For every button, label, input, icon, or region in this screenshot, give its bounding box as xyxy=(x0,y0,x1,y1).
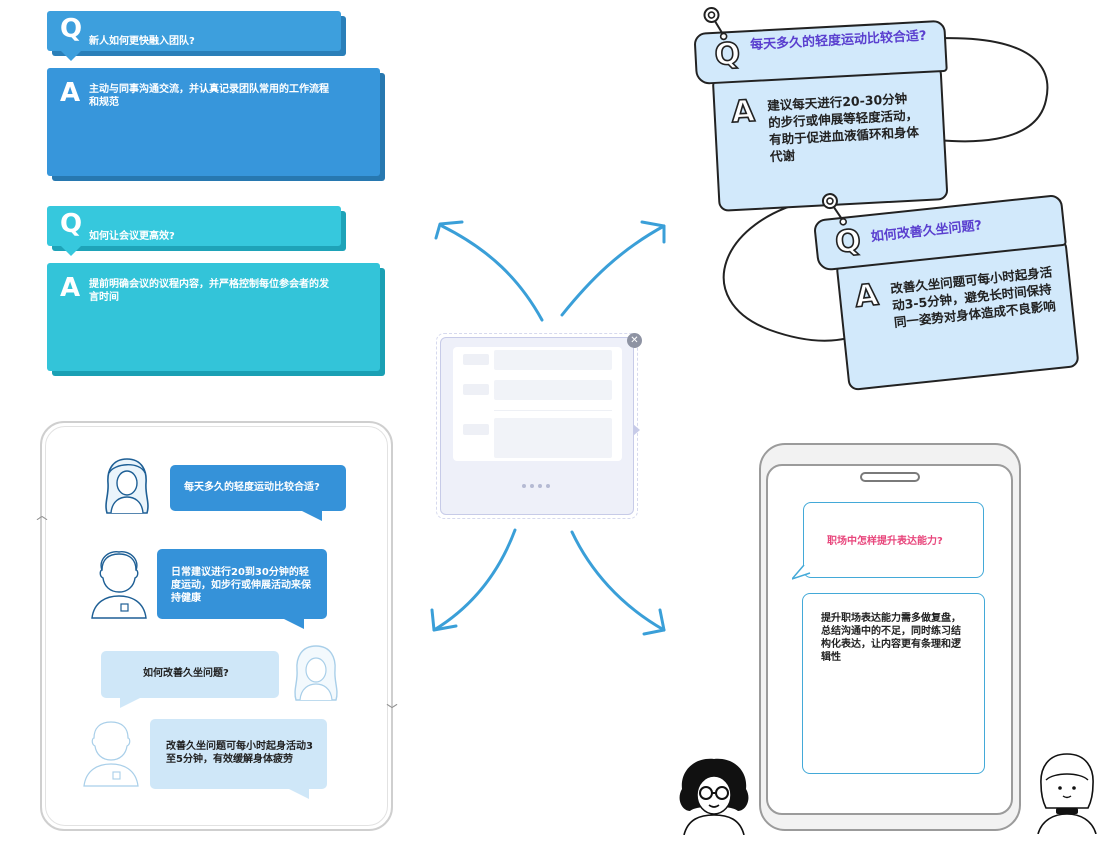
arrow-head-up-left xyxy=(434,220,464,240)
chat-message-3: 如何改善久坐问题? xyxy=(101,651,279,698)
boy-avatar-icon xyxy=(91,551,147,619)
arrow-head-down-left xyxy=(430,608,458,632)
question-text: 新人如何更快融入团队? xyxy=(89,36,195,47)
message-text: 每天多久的轻度运动比较合适? xyxy=(184,482,320,493)
bob-hair-avatar-icon xyxy=(1037,753,1097,834)
arrow-head-down-right xyxy=(642,608,666,636)
q-letter-outline: Q xyxy=(833,222,864,261)
chat-message-2: 日常建议进行20到30分钟的轻度运动，如步行或伸展活动来保持健康 xyxy=(157,549,327,619)
answer-body-1: A 主动与同事沟通交流，并认真记录团队常用的工作流程和规范 xyxy=(47,68,385,181)
message-text: 日常建议进行20到30分钟的轻度运动，如步行或伸展活动来保持健康 xyxy=(171,567,311,604)
widget-row-3-label xyxy=(463,424,489,435)
message-text: 如何改善久坐问题? xyxy=(143,668,229,679)
widget-row-2-label xyxy=(463,384,489,395)
question-text: 如何让会议更高效? xyxy=(89,231,175,242)
girl-avatar-icon xyxy=(105,458,149,514)
tilted-card-2: Q 如何改善久坐问题? A 改善久坐问题可每小时起身活动3-5分钟，避免长时间保… xyxy=(812,186,1080,397)
arrow-head-up-right xyxy=(640,220,666,244)
question-header-1: Q 新人如何更快融入团队? xyxy=(47,11,346,61)
arrow-up-left xyxy=(440,224,544,322)
phone-answer-text: 提升职场表达能力需多做复盘，总结沟通中的不足，同时练习结构化表达，让内容更有条理… xyxy=(821,613,961,663)
answer-body-2: A 提前明确会议的议程内容，并严格控制每位参会者的发言时间 xyxy=(47,263,385,376)
arrow-down-left xyxy=(432,528,517,632)
a-letter-outline: A xyxy=(853,277,881,316)
girl-avatar-faded-icon xyxy=(294,645,338,701)
a-letter-outline: A xyxy=(730,93,757,131)
page-dot-1[interactable] xyxy=(522,484,526,488)
phone-question-text: 职场中怎样提升表达能力? xyxy=(827,536,943,547)
boy-avatar-faded-icon xyxy=(83,721,139,787)
widget-row-3-value xyxy=(494,418,612,458)
connector-loop xyxy=(722,37,1049,342)
widget-divider xyxy=(494,410,612,411)
pin-icon xyxy=(821,193,847,226)
widget-row-1-value xyxy=(494,350,612,370)
tilted-answer-text: 建议每天进行20-30分钟的步行或伸展等轻度活动，有助于促进血液循环和身体代谢 xyxy=(766,90,920,165)
q-letter: Q xyxy=(60,209,83,239)
phone-answer-bubble: 提升职场表达能力需多做复盘，总结沟通中的不足，同时练习结构化表达，让内容更有条理… xyxy=(802,593,985,774)
pin-icon xyxy=(703,7,728,41)
phone-question-bubble: 职场中怎样提升表达能力? xyxy=(803,502,984,578)
chat-frame-inner xyxy=(45,426,388,826)
page-dot-3[interactable] xyxy=(538,484,542,488)
a-letter: A xyxy=(60,273,81,303)
bubble-tail-3 xyxy=(120,697,142,708)
chat-message-4: 改善久坐问题可每小时起身活动3至5分钟，有效缓解身体疲劳 xyxy=(150,719,327,789)
arrow-down-right xyxy=(570,530,666,632)
page-dot-2[interactable] xyxy=(530,484,534,488)
tilted-card-1: Q 每天多久的轻度运动比较合适? A 建议每天进行20-30分钟的步行或伸展等轻… xyxy=(693,7,955,215)
bubble-tail-2 xyxy=(282,618,304,629)
answer-text: 提前明确会议的议程内容，并严格控制每位参会者的发言时间 xyxy=(89,279,329,303)
arrow-up-right xyxy=(560,224,666,317)
widget-row-2-value xyxy=(494,380,612,400)
q-letter-outline: Q xyxy=(713,36,742,74)
a-letter: A xyxy=(60,78,81,108)
direction-arrows xyxy=(430,220,666,636)
widget-row-1-label xyxy=(463,354,489,365)
chat-message-1: 每天多久的轻度运动比较合适? xyxy=(170,465,346,511)
phone-bubble-tail-1 xyxy=(792,565,811,580)
answer-text: 主动与同事沟通交流，并认真记录团队常用的工作流程和规范 xyxy=(89,84,329,108)
bubble-tail-4 xyxy=(287,788,309,799)
phone-speaker xyxy=(860,472,920,482)
page-dot-4[interactable] xyxy=(546,484,550,488)
chat-frame xyxy=(40,421,393,831)
close-icon[interactable]: ✕ xyxy=(627,333,642,348)
bubble-tail-1 xyxy=(300,510,322,521)
question-header-2: Q 如何让会议更高效? xyxy=(47,206,346,256)
message-text: 改善久坐问题可每小时起身活动3至5分钟，有效缓解身体疲劳 xyxy=(166,741,313,765)
widget-side-notch xyxy=(633,424,640,436)
q-letter: Q xyxy=(60,14,83,44)
curly-hair-glasses-avatar-icon xyxy=(679,758,749,835)
